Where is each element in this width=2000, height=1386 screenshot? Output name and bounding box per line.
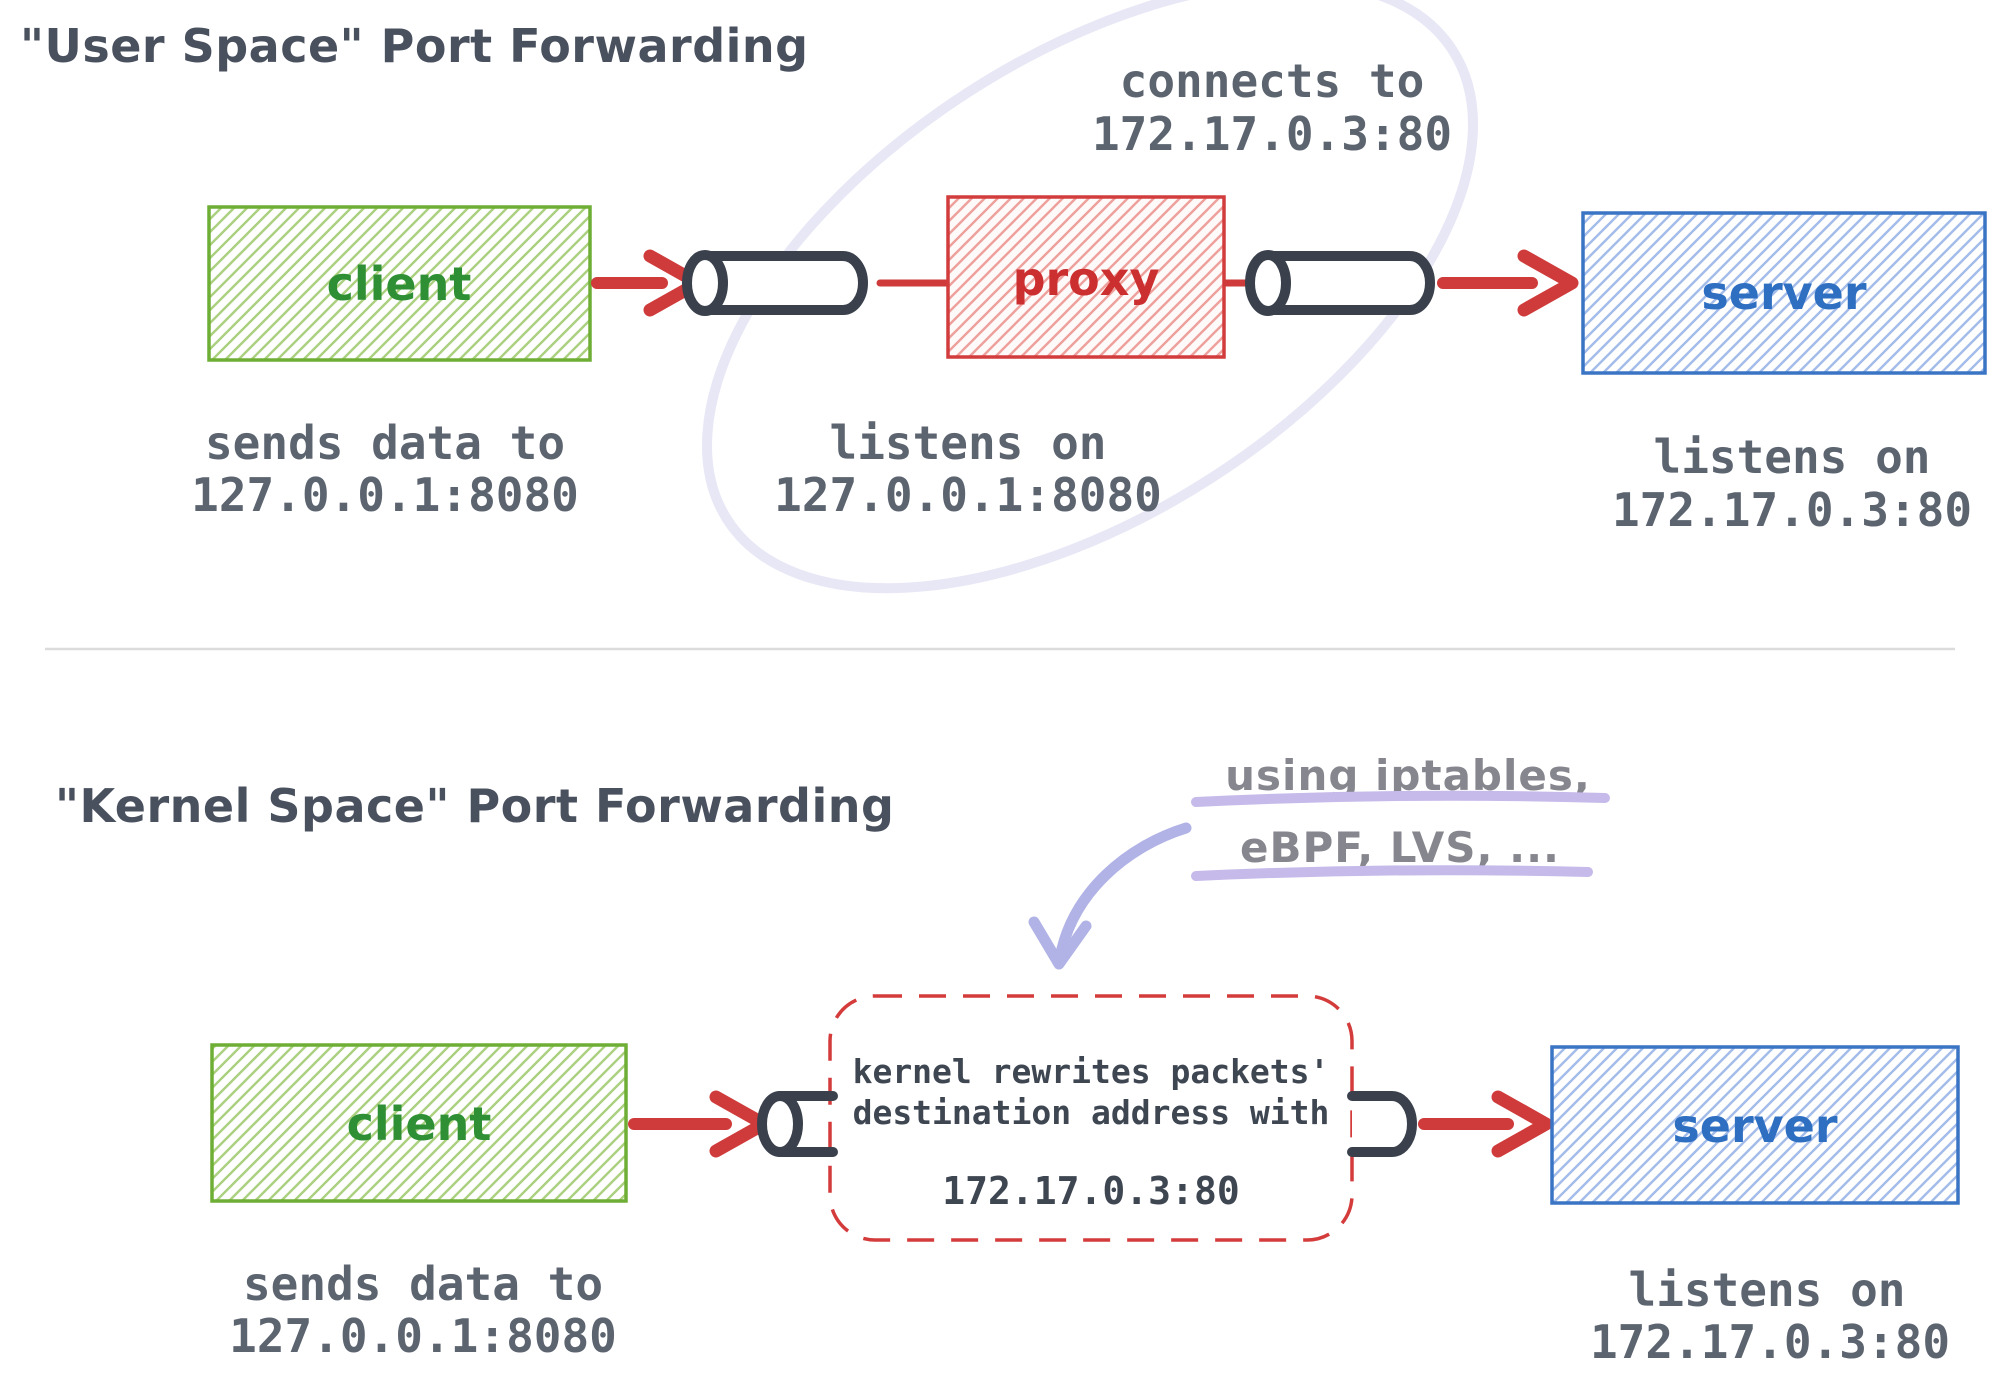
user-space-section: "User Space" Port Forwarding client send… <box>20 0 1987 594</box>
kernel-box-line3: 172.17.0.3:80 <box>942 1169 1239 1213</box>
pipe-icon <box>682 250 868 316</box>
pipe-icon <box>757 1091 838 1157</box>
underline-stroke <box>1191 790 1610 807</box>
underline-stroke <box>1191 865 1593 881</box>
pipe-icon <box>1347 1091 1417 1157</box>
client-box-label: client <box>327 257 472 311</box>
user-space-title: "User Space" Port Forwarding <box>20 19 809 73</box>
client-caption-line1: sends data to <box>205 416 565 470</box>
client-box <box>207 205 592 362</box>
server-box-label: server <box>1701 266 1866 320</box>
client-caption-line2: 127.0.0.1:8080 <box>191 468 579 522</box>
kernel-space-section: "Kernel Space" Port Forwarding using ipt… <box>55 751 1960 1369</box>
kernel-space-title: "Kernel Space" Port Forwarding <box>55 779 894 833</box>
arrow-pipe-to-server <box>1437 249 1579 317</box>
server-caption-line1: listens on <box>1629 1263 1906 1317</box>
proxy-box-label: proxy <box>1013 252 1160 306</box>
client-box <box>210 1043 628 1203</box>
highlight-ellipse <box>702 0 1478 594</box>
server-box <box>1550 1045 1960 1205</box>
kernel-box-line2: destination address with <box>853 1093 1330 1132</box>
proxy-caption-line2: 127.0.0.1:8080 <box>774 468 1162 522</box>
pipe-icon <box>1245 250 1435 316</box>
proxy-caption-line1: listens on <box>830 416 1107 470</box>
proxy-annotation-line2: 172.17.0.3:80 <box>1092 107 1452 161</box>
server-caption-line1: listens on <box>1654 430 1931 484</box>
arrow-pipe-to-server <box>1418 1090 1553 1158</box>
arrow-client-to-pipe <box>628 1090 771 1158</box>
proxy-box <box>946 195 1226 359</box>
server-box <box>1581 211 1987 375</box>
kernel-box-line1: kernel rewrites packets' <box>853 1052 1330 1091</box>
server-caption-line2: 172.17.0.3:80 <box>1590 1315 1950 1369</box>
server-box-label: server <box>1672 1099 1837 1153</box>
tools-annotation-line2: eBPF, LVS, ... <box>1240 823 1560 872</box>
proxy-annotation-line1: connects to <box>1120 54 1425 108</box>
client-caption-line1: sends data to <box>243 1257 603 1311</box>
client-caption-line2: 127.0.0.1:8080 <box>229 1309 617 1363</box>
annotation-arrow-icon <box>1028 822 1192 970</box>
client-box-label: client <box>347 1097 492 1151</box>
server-caption-line2: 172.17.0.3:80 <box>1612 483 1972 537</box>
